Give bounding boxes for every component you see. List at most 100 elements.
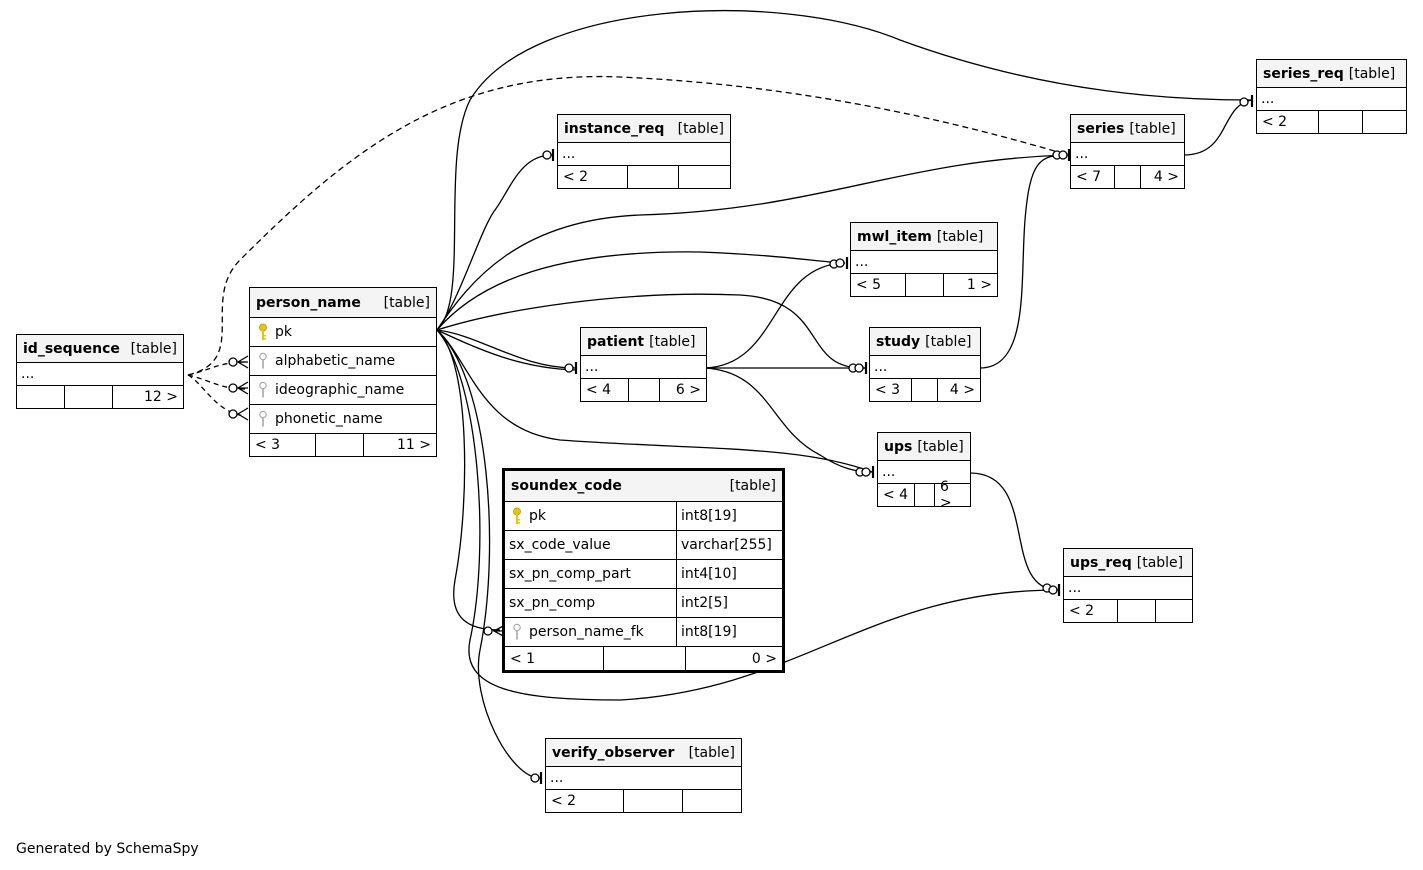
table-type: [table] [936,228,984,245]
edge-patient-mwl-item [704,262,846,369]
table-name: series_req [1263,65,1344,82]
table-name: person_name [256,294,361,311]
columns-count [624,790,683,812]
column-row: pk int8[19] [505,502,782,531]
parents-count: < 7 [1071,166,1115,188]
generated-by-note: Generated by SchemaSpy [16,841,199,857]
crowfoot-phonetic [236,407,249,421]
table-id-sequence[interactable]: id_sequence [table] ... 12 > [16,334,184,409]
edge-person-mwl-item [436,251,846,331]
table-type: [table] [688,744,735,761]
table-verify-observer[interactable]: verify_observer [table] ... < 2 [545,738,742,813]
column-name: pk [529,508,546,524]
parents-count [17,386,65,408]
marker-ups-circle-2 [861,467,871,477]
column-name: person_name_fk [529,624,644,640]
edge-person-study [436,293,866,369]
table-ups-req[interactable]: ups_req [table] ... < 2 [1063,548,1193,623]
children-count: 6 > [940,479,952,511]
table-soundex-code[interactable]: soundex_code [table] pk int8[19] sx_code… [502,468,785,673]
column-ellipsis: ... [851,251,997,274]
table-type: [table] [729,478,776,494]
table-footer: 12 > [17,386,183,408]
marker-series-circle-2 [1058,150,1068,160]
table-series-req[interactable]: series_req [table] ... < 2 [1256,59,1407,134]
column-ellipsis: ... [878,461,970,484]
table-instance-req[interactable]: instance_req [table] ... < 2 [557,114,731,189]
parents-count: < 3 [250,434,316,456]
table-header: verify_observer [table] [546,739,741,767]
table-footer: < 2 [1257,111,1406,133]
edge-person-patient-1 [436,329,576,369]
edge-person-patient-2 [436,329,576,371]
column-name: sx_pn_comp [509,595,596,611]
column-ellipsis: ... [870,356,980,379]
table-footer: < 2 [546,790,741,812]
table-footer: < 5 1 > [851,274,997,296]
children-count: 4 > [949,382,975,398]
children-count [683,790,741,812]
table-study[interactable]: study [table] ... < 3 4 > [869,327,981,402]
children-count: 12 > [144,389,178,405]
crowfoot-ideographic [236,381,249,395]
table-type: [table] [1348,65,1396,82]
parents-count: < 5 [851,274,906,296]
columns-count [912,379,938,401]
edge-person-instance-req [436,154,553,331]
table-header: person_name [table] [250,288,436,318]
column-type: int4[10] [681,566,737,582]
table-header: series_req [table] [1257,60,1406,88]
column-ellipsis: ... [558,143,730,166]
table-mwl-item[interactable]: mwl_item [table] ... < 5 1 > [850,222,998,297]
table-patient[interactable]: patient [table] ... < 4 6 > [580,327,707,402]
column-row: alphabetic_name [250,347,436,376]
foreign-key-icon [255,410,271,428]
table-ups[interactable]: ups [table] ... < 4 6 > [877,432,971,511]
columns-count [604,647,686,670]
column-row: sx_pn_comp int2[5] [505,589,782,618]
table-name: mwl_item [857,228,932,245]
table-type: [table] [1129,120,1176,137]
table-person-name[interactable]: person_name [table] pk alphabetic_name i… [249,287,437,457]
table-header: patient [table] [581,328,706,356]
table-series[interactable]: series [table] ... < 7 4 > [1070,114,1185,189]
children-count: 1 > [966,277,992,293]
column-name: alphabetic_name [275,353,396,369]
marker-instance-req-circle [542,150,552,160]
column-name: sx_pn_comp_part [509,566,631,582]
table-name: id_sequence [23,340,120,357]
parents-count: < 2 [1064,600,1118,622]
parents-count: < 2 [546,790,624,812]
column-ellipsis: ... [546,767,741,790]
children-count [1156,600,1192,622]
column-ellipsis: ... [1071,143,1184,166]
table-footer: < 2 [1064,600,1192,622]
column-type: int8[19] [681,508,737,524]
column-ellipsis: ... [17,363,183,386]
column-row: sx_pn_comp_part int4[10] [505,560,782,589]
column-ellipsis: ... [581,356,706,379]
columns-count [65,386,113,408]
column-row: person_name_fk int8[19] [505,618,782,647]
columns-count [629,379,660,401]
marker-phonetic-circle [228,409,238,419]
marker-verify-circle [530,773,540,783]
marker-study-circle-2 [854,363,864,373]
edge-person-ups [436,329,873,473]
table-type: [table] [677,120,724,137]
column-type: varchar[255] [681,537,772,553]
edge-person-soundex [436,329,501,631]
column-row: ideographic_name [250,376,436,405]
edge-id-sequence-alphabetic [187,361,246,376]
edge-person-ups-req [436,329,1059,701]
column-name: sx_code_value [509,537,611,553]
column-type: int8[19] [681,624,737,640]
edge-series-series-req [1183,99,1253,156]
table-header: instance_req [table] [558,115,730,143]
edge-person-series [436,154,1069,331]
table-name: series [1077,120,1125,137]
children-count: 11 > [397,437,431,453]
parents-count: < 2 [1257,111,1319,133]
marker-soundex-circle [483,626,493,636]
